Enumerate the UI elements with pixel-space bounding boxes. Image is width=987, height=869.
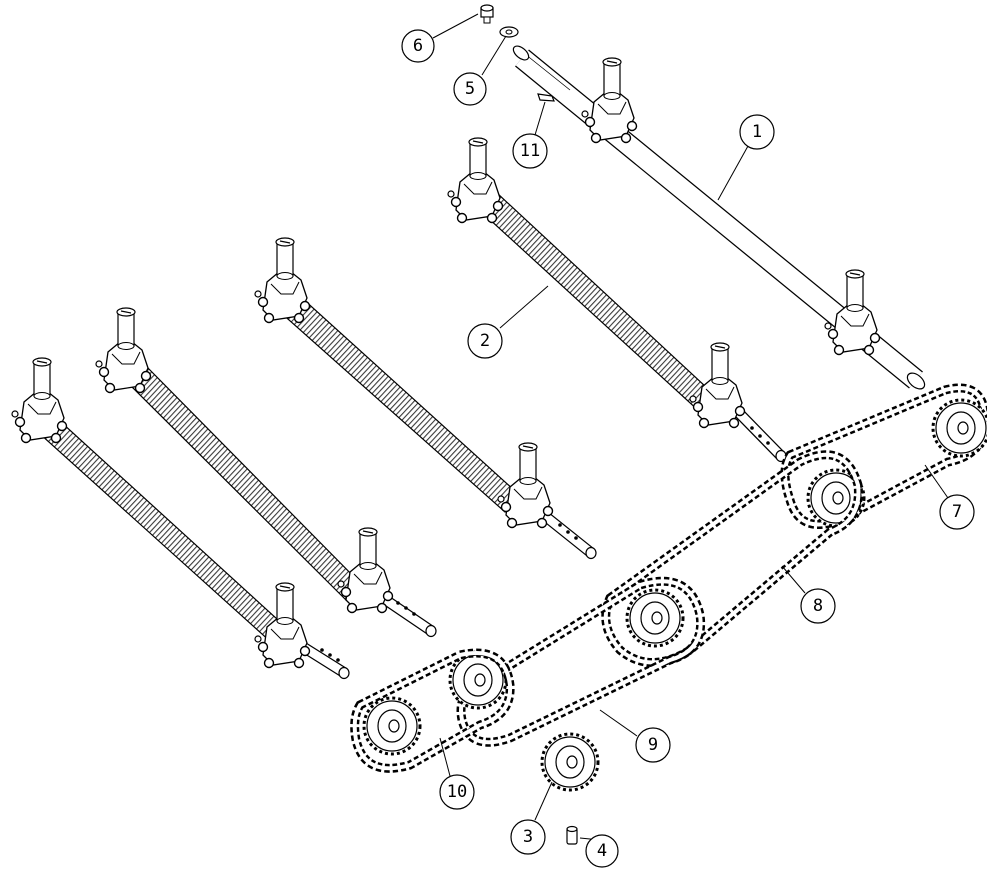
pin-4 <box>566 825 578 845</box>
smooth-shaft <box>512 45 926 390</box>
svg-text:4: 4 <box>597 841 607 861</box>
svg-text:11: 11 <box>520 141 540 161</box>
chain-10 <box>350 648 515 773</box>
roller-a <box>11 357 350 680</box>
balloon-4: 4 <box>585 834 619 868</box>
balloon-7: 7 <box>939 494 975 530</box>
balloon-5: 5 <box>453 72 487 106</box>
roller-c <box>254 237 597 560</box>
svg-text:2: 2 <box>480 331 490 351</box>
svg-text:9: 9 <box>648 735 658 755</box>
washer-5 <box>499 26 519 38</box>
svg-text:10: 10 <box>447 782 467 802</box>
svg-text:8: 8 <box>813 596 823 616</box>
svg-text:7: 7 <box>952 502 962 522</box>
balloon-8: 8 <box>800 588 836 624</box>
balloon-10: 10 <box>439 774 475 810</box>
roller-d <box>447 137 787 463</box>
balloon-3: 3 <box>510 819 546 855</box>
svg-text:3: 3 <box>523 827 533 847</box>
balloon-1: 1 <box>739 114 775 150</box>
svg-text:6: 6 <box>413 36 423 56</box>
chain-7 <box>780 383 987 529</box>
leader-lines <box>432 13 949 841</box>
balloon-2: 2 <box>467 323 503 359</box>
roller-b <box>95 307 437 638</box>
balloon-6: 6 <box>401 29 435 63</box>
chain-8 <box>601 450 863 667</box>
key-11 <box>537 93 555 102</box>
balloon-11: 11 <box>512 133 548 169</box>
balloon-9: 9 <box>635 727 671 763</box>
svg-text:1: 1 <box>752 122 762 142</box>
sprocket-3 <box>540 732 600 792</box>
chain-9 <box>448 576 706 747</box>
svg-text:5: 5 <box>465 79 475 99</box>
screw-6 <box>480 4 494 24</box>
